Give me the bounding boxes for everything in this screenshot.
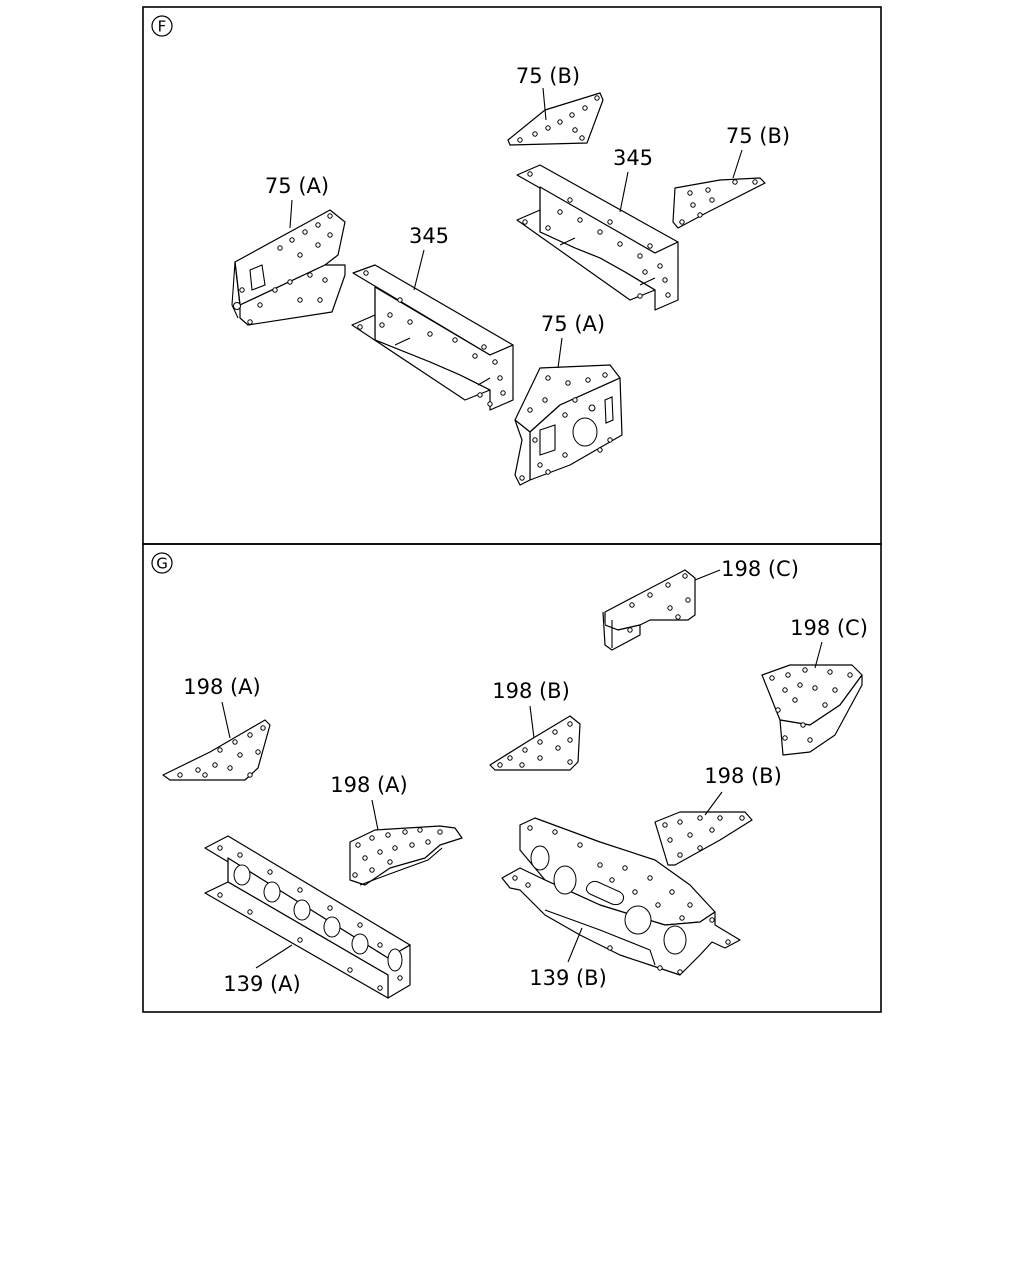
part-139a bbox=[204, 835, 411, 999]
part-75a-right bbox=[514, 364, 623, 486]
section-g-marker bbox=[151, 552, 173, 574]
leader-75b-right bbox=[732, 149, 743, 179]
callout-75b-top: 75 (B) bbox=[516, 64, 580, 88]
section-f-marker bbox=[151, 15, 173, 37]
callout-198a-left: 198 (A) bbox=[183, 675, 261, 699]
section-g-letter: G bbox=[156, 555, 168, 573]
leader-198c-right bbox=[814, 641, 823, 669]
leader-345-lower bbox=[413, 249, 425, 291]
part-198c-top bbox=[602, 569, 696, 651]
part-198b-right bbox=[654, 811, 753, 866]
leader-75a-right bbox=[557, 337, 563, 369]
callout-345-lower: 345 bbox=[409, 224, 449, 248]
part-198b-mid bbox=[489, 715, 581, 771]
callout-198b-mid: 198 (B) bbox=[492, 679, 570, 703]
callout-75b-right: 75 (B) bbox=[726, 124, 790, 148]
part-75b-top bbox=[507, 92, 604, 146]
leader-139a bbox=[255, 944, 293, 969]
leader-198b-mid bbox=[529, 705, 535, 739]
part-198a-left bbox=[162, 719, 271, 781]
callout-198c-top: 198 (C) bbox=[721, 557, 799, 581]
leader-198c-top bbox=[694, 569, 721, 581]
section-f: F bbox=[142, 6, 882, 545]
part-198a-mid bbox=[349, 825, 463, 886]
leader-198b-right bbox=[704, 791, 723, 816]
callout-345-upper: 345 bbox=[613, 146, 653, 170]
part-139b bbox=[501, 817, 741, 976]
callout-139b: 139 (B) bbox=[529, 966, 607, 990]
callout-75a-left: 75 (A) bbox=[265, 174, 329, 198]
section-g-frame bbox=[142, 543, 882, 1013]
part-345-upper bbox=[516, 164, 679, 311]
section-g: G bbox=[142, 543, 882, 1013]
callout-198a-mid: 198 (A) bbox=[330, 773, 408, 797]
leader-75a-left bbox=[289, 199, 293, 229]
leader-139b bbox=[567, 927, 583, 963]
part-75a-left bbox=[231, 209, 346, 326]
part-198c-right bbox=[761, 664, 863, 756]
callout-139a: 139 (A) bbox=[223, 972, 301, 996]
part-345-lower bbox=[351, 264, 514, 411]
callout-75a-right: 75 (A) bbox=[541, 312, 605, 336]
leader-75b-top bbox=[542, 87, 547, 121]
callout-198b-right: 198 (B) bbox=[704, 764, 782, 788]
leader-198a-left bbox=[221, 701, 231, 739]
section-f-letter: F bbox=[158, 18, 167, 36]
callout-198c-right: 198 (C) bbox=[790, 616, 868, 640]
leader-198a-mid bbox=[371, 799, 379, 831]
part-75b-right bbox=[672, 177, 766, 229]
leader-345-upper bbox=[619, 171, 629, 213]
